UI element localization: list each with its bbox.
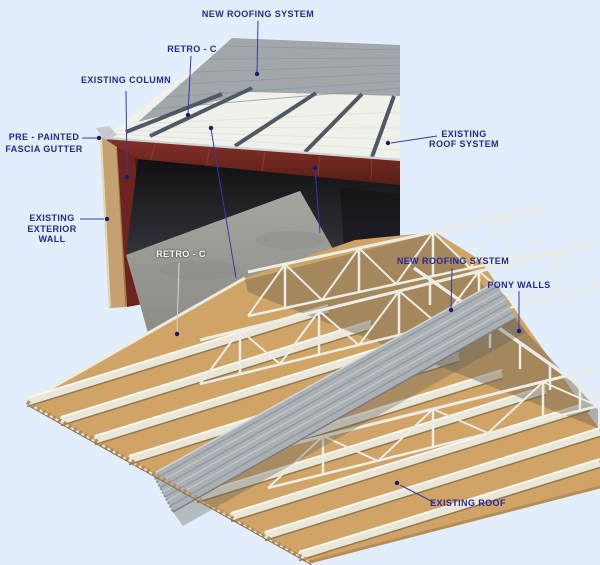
- corner-column: [100, 136, 127, 308]
- leader-dot: [516, 328, 522, 334]
- label-new-roofing-system-mid: NEW ROOFING SYSTEM: [396, 256, 510, 266]
- label-existing-exterior-wall: EXISTING EXTERIOR WALL: [27, 213, 76, 245]
- corrugated-deck-edge: [26, 400, 311, 564]
- leader-dot: [394, 480, 400, 486]
- deck-edge-trim: [26, 276, 246, 404]
- leader-dot: [385, 140, 391, 146]
- leader-dot: [208, 125, 214, 131]
- label-fascia-gutter: PRE - PAINTED FASCIA GUTTER: [5, 131, 82, 155]
- deck-edge-underline: [28, 405, 313, 565]
- connector-line-2: [314, 168, 321, 234]
- column-highlight: [100, 136, 111, 308]
- connector-line-1: [210, 128, 237, 279]
- label-new-roofing-system-top: NEW ROOFING SYSTEM: [201, 9, 315, 19]
- label-line: FASCIA GUTTER: [5, 144, 83, 154]
- label-retro-c-mid: RETRO - C: [156, 249, 206, 259]
- leader-dot: [448, 307, 454, 313]
- building-group: [96, 38, 401, 340]
- truss-frames: [199, 206, 600, 490]
- eave-gutter-edge: [103, 136, 401, 162]
- label-existing-roof: EXISTING ROOF: [430, 498, 506, 508]
- label-existing-column: EXISTING COLUMN: [80, 75, 172, 85]
- sheet-panel: [153, 282, 516, 512]
- label-line: ROOF SYSTEM: [429, 139, 499, 149]
- retro-c-channels: [125, 86, 396, 158]
- leader-retro-c-top: [187, 55, 192, 114]
- label-retro-c-top: RETRO - C: [167, 44, 217, 54]
- sheet-corrugations: [154, 285, 514, 507]
- leader-dot: [104, 216, 110, 222]
- leader-existing-roof-system: [390, 135, 438, 144]
- leader-existing-roof: [399, 484, 436, 504]
- leader-dot: [312, 165, 318, 171]
- label-existing-roof-system: EXISTING ROOF SYSTEM: [429, 129, 499, 149]
- leader-dot: [174, 331, 180, 337]
- end-truss-chord: [412, 266, 600, 400]
- leader-lines: [80, 20, 522, 504]
- leader-dot: [185, 112, 191, 118]
- label-line: PRE - PAINTED: [8, 132, 80, 142]
- concrete-floor: [126, 191, 400, 340]
- new-roofing-sheet: [152, 281, 526, 526]
- label-line: EXTERIOR: [27, 223, 77, 234]
- interior-shadow: [126, 159, 400, 258]
- retrofit-detail-group: [25, 206, 600, 565]
- label-line: WALL: [38, 234, 66, 244]
- leader-dots: [96, 71, 522, 486]
- leader-new-roofing-mid: [450, 267, 453, 309]
- leader-new-roofing-top: [256, 20, 259, 73]
- leader-retro-c-mid: [176, 262, 180, 332]
- gutter-corner-cap: [96, 126, 117, 141]
- label-pony-walls: PONY WALLS: [487, 280, 551, 290]
- fascia-seams: [149, 143, 373, 180]
- fascia-band: [104, 139, 400, 186]
- leader-dot: [96, 135, 102, 141]
- deck-right-edge: [309, 485, 600, 564]
- leader-existing-column: [125, 90, 128, 176]
- label-line: EXISTING: [29, 213, 75, 223]
- new-roofing-ribs: [151, 45, 401, 110]
- sheet-shadow: [173, 318, 526, 526]
- label-line: EXISTING: [441, 129, 487, 139]
- column-shade: [116, 147, 127, 307]
- leader-dot: [124, 174, 130, 180]
- leader-dot: [254, 71, 260, 77]
